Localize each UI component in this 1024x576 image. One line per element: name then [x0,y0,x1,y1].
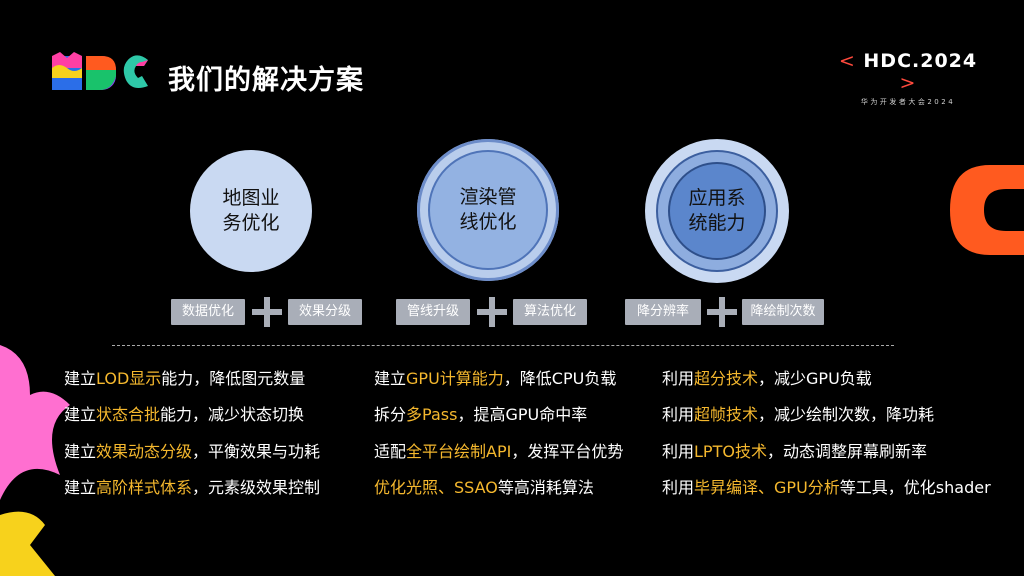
map-business-optimization-circle: 地图业务优化 [190,150,312,272]
plain-text: 能力，降低图元数量 [161,369,306,388]
highlight-text: GPU计算能力 [406,369,504,388]
circle1-line1: 地图业 [222,187,280,209]
plain-text: ，发挥平台优势 [511,442,624,461]
plain-text: 利用 [662,405,695,424]
plus-icon [707,297,737,327]
dashed-divider [112,345,894,346]
plain-text: ，降低CPU负载 [503,369,617,388]
plain-text: 建立 [64,369,97,388]
plain-text: 建立 [374,369,407,388]
plus-icon [477,297,507,327]
highlight-text: 全平台绘制API [406,442,512,461]
hdc-logo [52,52,148,90]
plain-text: 建立 [64,405,97,424]
description-line: 建立LOD显示能力，降低图元数量 [64,365,305,389]
plain-text: 拆分 [374,405,407,424]
description-line: 利用毕昇编译、GPU分析等工具，优化shader [662,474,991,498]
brand-right-bracket: > [899,72,917,94]
highlight-text: LOD显示 [96,369,162,388]
circle3-line1: 应用系 [688,187,746,209]
circle3-line2: 统能力 [688,212,746,234]
highlight-text: 效果动态分级 [96,442,193,461]
tag-fewer-draw-calls: 降绘制次数 [742,299,824,325]
circle2-line1: 渲染管 [459,186,517,208]
plain-text: 利用 [662,478,695,497]
plain-text: ，减少绘制次数，降功耗 [758,405,935,424]
plain-text: 适配 [374,442,407,461]
pink-decor-shape [0,345,70,500]
highlight-text: 毕昇编译、GPU分析 [694,478,840,497]
description-line: 适配全平台绘制API，发挥平台优势 [374,438,623,462]
description-line: 建立状态合批能力，减少状态切换 [64,401,304,425]
tag-algorithm-optimization: 算法优化 [513,299,587,325]
plain-text: 利用 [662,369,695,388]
plain-text: ，元素级效果控制 [192,478,321,497]
tag-data-optimization: 数据优化 [171,299,245,325]
description-line: 建立GPU计算能力，降低CPU负载 [374,365,616,389]
yellow-decor-shape [0,511,55,576]
orange-decor-shape [950,165,1024,255]
plain-text: 建立 [64,478,97,497]
brand-subtitle: 华为开发者大会2024 [860,98,956,106]
brand-text: HDC.2024 [863,50,978,72]
tag-lower-resolution: 降分辨率 [625,299,701,325]
circle1-line2: 务优化 [222,212,280,234]
plain-text: ，动态调整屏幕刷新率 [766,442,927,461]
description-line: 拆分多Pass，提高GPU命中率 [374,401,587,425]
plain-text: 等高消耗算法 [497,478,594,497]
description-line: 利用超分技术，减少GPU负载 [662,365,872,389]
plain-text: 能力，减少状态切换 [160,405,305,424]
circle2-line2: 线优化 [459,211,517,233]
plain-text: 等工具，优化shader [839,478,991,497]
highlight-text: LPTO技术 [694,442,767,461]
highlight-text: 优化光照、SSAO [374,478,498,497]
description-line: 利用超帧技术，减少绘制次数，降功耗 [662,401,934,425]
description-line: 建立效果动态分级，平衡效果与功耗 [64,438,320,462]
description-line: 优化光照、SSAO等高消耗算法 [374,474,594,498]
plus-icon [252,297,282,327]
highlight-text: 超分技术 [694,369,759,388]
render-pipeline-optimization-circle: 渲染管线优化 [428,150,548,270]
app-system-capability-circle: 应用系统能力 [668,162,766,260]
highlight-text: 高阶样式体系 [96,478,193,497]
description-line: 利用LPTO技术，动态调整屏幕刷新率 [662,438,927,462]
plain-text: 建立 [64,442,97,461]
hdc-2024-brand: < HDC.2024 > 华为开发者大会2024 [838,50,978,107]
plain-text: ，减少GPU负载 [758,369,872,388]
plain-text: ，提高GPU命中率 [457,405,588,424]
highlight-text: 多Pass [406,405,458,424]
description-line: 建立高阶样式体系，元素级效果控制 [64,474,320,498]
highlight-text: 超帧技术 [694,405,759,424]
plain-text: ，平衡效果与功耗 [192,442,321,461]
plain-text: 利用 [662,442,695,461]
brand-left-bracket: < [838,50,856,72]
tag-effect-grading: 效果分级 [288,299,362,325]
highlight-text: 状态合批 [96,405,161,424]
page-title: 我们的解决方案 [168,65,364,96]
tag-pipeline-upgrade: 管线升级 [396,299,470,325]
